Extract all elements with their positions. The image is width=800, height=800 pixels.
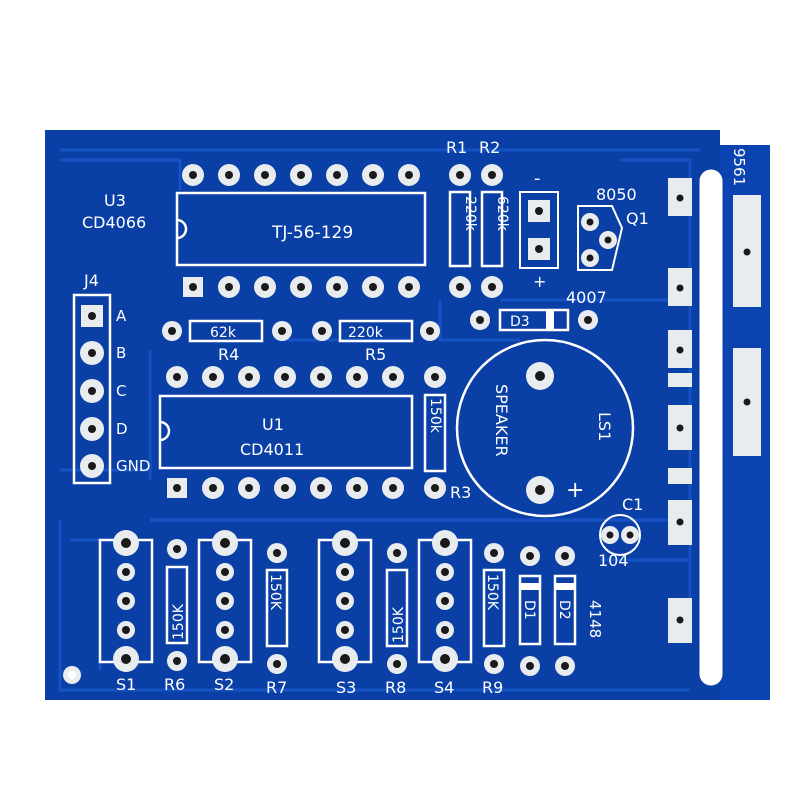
- q1-outline: [577, 205, 624, 271]
- mounting-hole-center: [68, 671, 76, 679]
- c1-pads: [601, 526, 639, 544]
- u1-pads: [166, 366, 404, 499]
- r7-body: [265, 568, 289, 648]
- r6-label: R6: [164, 675, 185, 694]
- r4-label: R4: [218, 345, 239, 364]
- r1-label: R1: [446, 138, 467, 157]
- s4-label: S4: [434, 678, 454, 697]
- u1-notch: [159, 420, 171, 442]
- r8-body: [385, 568, 409, 648]
- r4-body: [188, 319, 264, 343]
- revision-label: 9561: [730, 148, 748, 186]
- r2-value: 620k: [494, 196, 510, 232]
- r1-body: [448, 190, 472, 268]
- r3-value: 150k: [427, 398, 443, 434]
- q1-ref-label: Q1: [626, 209, 649, 228]
- j4-pads: [80, 305, 104, 478]
- j4-label: J4: [83, 271, 99, 290]
- r7-label: R7: [266, 678, 287, 697]
- u3-outline: [175, 191, 427, 267]
- j4-pin-c: C: [116, 382, 126, 400]
- d3-body: [498, 308, 570, 332]
- u3-notch: [176, 218, 188, 240]
- s3-label: S3: [336, 678, 356, 697]
- c1-outline: [599, 514, 641, 556]
- j4-pin-a: A: [116, 307, 127, 325]
- r1-value: 220k: [462, 196, 478, 232]
- u1-ref-label: U1: [262, 415, 284, 434]
- j4-pin-b: B: [116, 344, 126, 362]
- d2-label: D2: [556, 600, 572, 620]
- r8-label: R8: [385, 678, 406, 697]
- u1-outline: [158, 394, 414, 470]
- r7-value: 150K: [267, 574, 283, 611]
- edge-pads: [668, 178, 761, 643]
- u3-pads: [182, 164, 420, 298]
- diode-part-label: 4148: [586, 600, 604, 638]
- r5-label: R5: [365, 345, 386, 364]
- r3-pads: [424, 366, 446, 499]
- d2-body: [553, 574, 577, 646]
- s4-pads: [432, 530, 458, 672]
- r4-value: 62k: [210, 325, 237, 341]
- d3-band: [546, 310, 554, 330]
- q1-pads: [581, 213, 617, 267]
- d1-band: [520, 583, 540, 590]
- r9-value: 150K: [484, 574, 500, 611]
- s1-pads: [113, 530, 139, 672]
- speaker-plus-label: +: [566, 478, 584, 503]
- speaker-pads: [526, 362, 554, 504]
- c1-value: 104: [598, 551, 629, 570]
- j4-pin-d: D: [116, 420, 128, 438]
- r8-value: 150K: [391, 606, 407, 643]
- d3-part-label: 4007: [566, 288, 607, 307]
- r2-label: R2: [479, 138, 500, 157]
- u3-ref-label: U3: [104, 191, 126, 210]
- j4-pin-gnd: GND: [116, 457, 150, 475]
- board-slot: [699, 169, 723, 686]
- d1-d2-pads: [520, 546, 575, 676]
- r5-pads: [312, 321, 440, 341]
- pcb-board: [45, 130, 770, 700]
- d2-band: [555, 583, 575, 590]
- c1-label: C1: [622, 495, 643, 514]
- r4-pads: [162, 321, 292, 341]
- power-header-pads: [528, 200, 550, 260]
- d3-pads: [470, 310, 598, 330]
- r5-body: [338, 319, 414, 343]
- d1-body: [518, 574, 542, 646]
- r6-value: 150K: [171, 603, 187, 640]
- ls1-label: LS1: [595, 412, 614, 441]
- r6-body: [165, 565, 189, 645]
- r3-label: R3: [450, 483, 471, 502]
- speaker-outline: [455, 338, 635, 518]
- power-plus-label: +: [533, 272, 546, 291]
- r9-body: [482, 568, 506, 648]
- r6-r9-pads: [167, 539, 504, 674]
- r2-body: [480, 190, 504, 268]
- r1-r2-pads: [449, 164, 503, 298]
- d3-label: D3: [510, 314, 530, 330]
- j4-outline: [72, 293, 112, 485]
- power-minus-label: -: [534, 168, 541, 189]
- power-header-outline: [519, 191, 559, 269]
- q1-part-label: 8050: [596, 185, 637, 204]
- u3-chip-label: TJ-56-129: [271, 223, 353, 243]
- r9-label: R9: [482, 678, 503, 697]
- s2-pads: [212, 530, 238, 672]
- s1-label: S1: [116, 675, 136, 694]
- d1-label: D1: [521, 600, 537, 620]
- u1-part-label: CD4011: [240, 440, 304, 459]
- r3-body: [423, 393, 447, 473]
- u3-part-label: CD4066: [82, 213, 146, 232]
- speaker-label: SPEAKER: [492, 384, 511, 457]
- r5-value: 220k: [348, 325, 384, 341]
- s3-pads: [332, 530, 358, 672]
- s2-label: S2: [214, 675, 234, 694]
